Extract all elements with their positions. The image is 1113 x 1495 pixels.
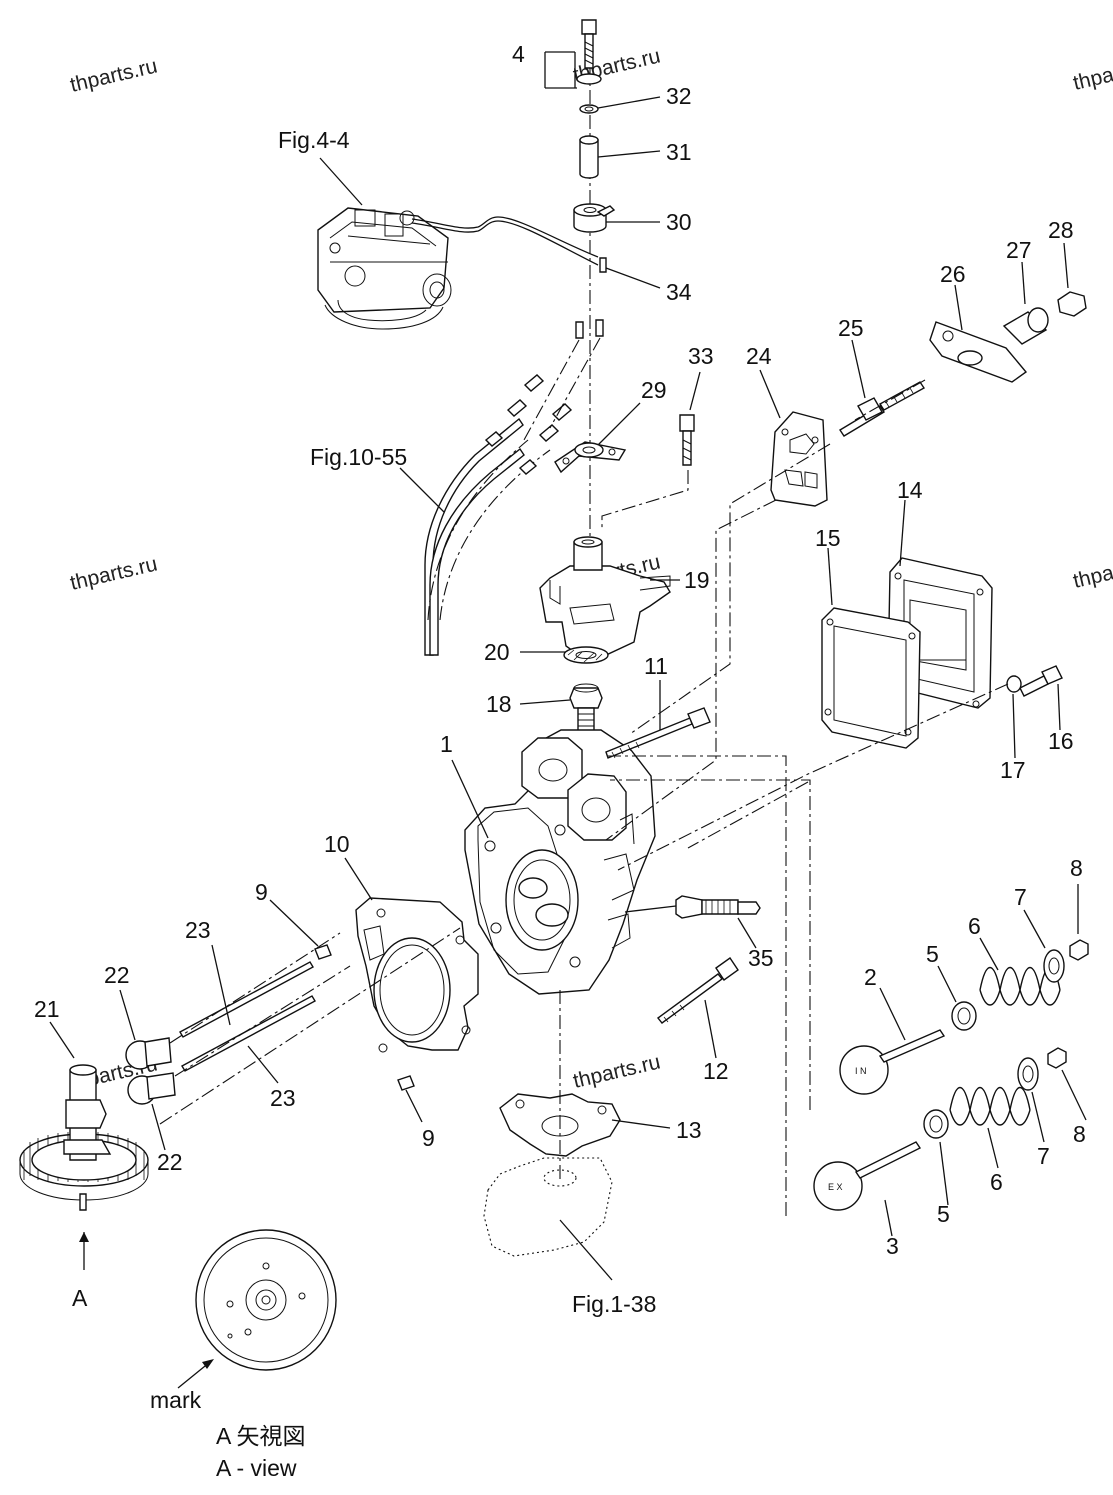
callout-9: 9	[422, 1125, 435, 1151]
view-caption-en: A - view	[216, 1455, 297, 1481]
intake-mark: I N	[855, 1066, 867, 1076]
callout-27: 27	[1006, 237, 1032, 263]
callout-7: 7	[1037, 1143, 1050, 1169]
callout-3: 3	[886, 1233, 899, 1259]
throttle-cables: Fig.10-55	[310, 319, 604, 656]
callout-22: 22	[157, 1149, 183, 1175]
callout-31: 31	[666, 139, 692, 165]
a-view-gear: A mark A 矢視図 A - view	[72, 1229, 337, 1481]
callout-14: 14	[897, 477, 923, 503]
view-arrow-label: A	[72, 1285, 88, 1311]
callout-20: 20	[484, 639, 510, 665]
callout-17: 17	[1000, 757, 1026, 783]
callout-9: 9	[255, 879, 268, 905]
exhaust-studs-and-plate	[605, 242, 1087, 841]
callout-29: 29	[641, 377, 667, 403]
callout-32: 32	[666, 83, 692, 109]
callout-12: 12	[703, 1058, 729, 1084]
callout-23: 23	[270, 1085, 296, 1111]
callout-19: 19	[684, 567, 710, 593]
callout-28: 28	[1048, 217, 1074, 243]
dowels	[269, 899, 423, 1123]
callout-8: 8	[1070, 855, 1083, 881]
thermostat-housing-group	[519, 536, 680, 735]
callout-5: 5	[926, 941, 939, 967]
callout-21: 21	[34, 996, 60, 1022]
callout-5: 5	[937, 1201, 950, 1227]
callout-15: 15	[815, 525, 841, 551]
top-stack-parts	[544, 19, 661, 540]
callout-24: 24	[746, 343, 772, 369]
callout-10: 10	[324, 831, 350, 857]
view-caption-jp: A 矢視図	[216, 1423, 305, 1449]
camshaft-gear	[19, 1021, 149, 1211]
callout-34: 34	[666, 279, 692, 305]
callout-16: 16	[1048, 728, 1074, 754]
bolts-and-spark-plug	[605, 680, 761, 1059]
callout-2: 2	[864, 964, 877, 990]
exhaust-mark: E X	[828, 1182, 843, 1192]
callout-25: 25	[838, 315, 864, 341]
callout-4: 4	[512, 41, 525, 67]
carburetor-reference: Fig.4-4	[278, 127, 599, 330]
push-rods-and-tappets	[119, 927, 461, 1151]
callout-1: 1	[440, 731, 453, 757]
valve-train: I N E X	[606, 755, 1089, 1237]
callout-33: 33	[688, 343, 714, 369]
valve-cover-and-gasket	[617, 499, 1063, 871]
watermark: thparts.ru	[68, 553, 160, 595]
bracket-29-bolt-33	[554, 371, 701, 528]
cylinder-head	[451, 729, 656, 995]
callout-8: 8	[1073, 1121, 1086, 1147]
callout-labels: 4 32 31 30 34 28 27 26 25 33 24 29 14 15…	[34, 41, 1086, 1259]
lower-gasket-plates: Fig.1-38	[483, 990, 671, 1317]
callout-30: 30	[666, 209, 692, 235]
head-gasket	[344, 857, 479, 1053]
mark-label: mark	[150, 1387, 202, 1413]
callout-6: 6	[968, 913, 981, 939]
watermark: thparts.ru	[1071, 53, 1113, 95]
watermark: thparts.ru	[571, 1051, 663, 1093]
callout-22: 22	[104, 962, 130, 988]
callout-35: 35	[748, 945, 774, 971]
callout-7: 7	[1014, 884, 1027, 910]
callout-13: 13	[676, 1117, 702, 1143]
callout-11: 11	[644, 653, 668, 679]
callout-23: 23	[185, 917, 211, 943]
callout-26: 26	[940, 261, 966, 287]
callout-6: 6	[990, 1169, 1003, 1195]
watermark: thparts.ru	[68, 55, 160, 97]
watermark: thparts.ru	[1071, 551, 1113, 593]
callout-18: 18	[486, 691, 512, 717]
ref-fig-1-38: Fig.1-38	[572, 1291, 656, 1317]
ref-fig-10-55: Fig.10-55	[310, 444, 407, 470]
ref-fig-4-4: Fig.4-4	[278, 127, 350, 153]
